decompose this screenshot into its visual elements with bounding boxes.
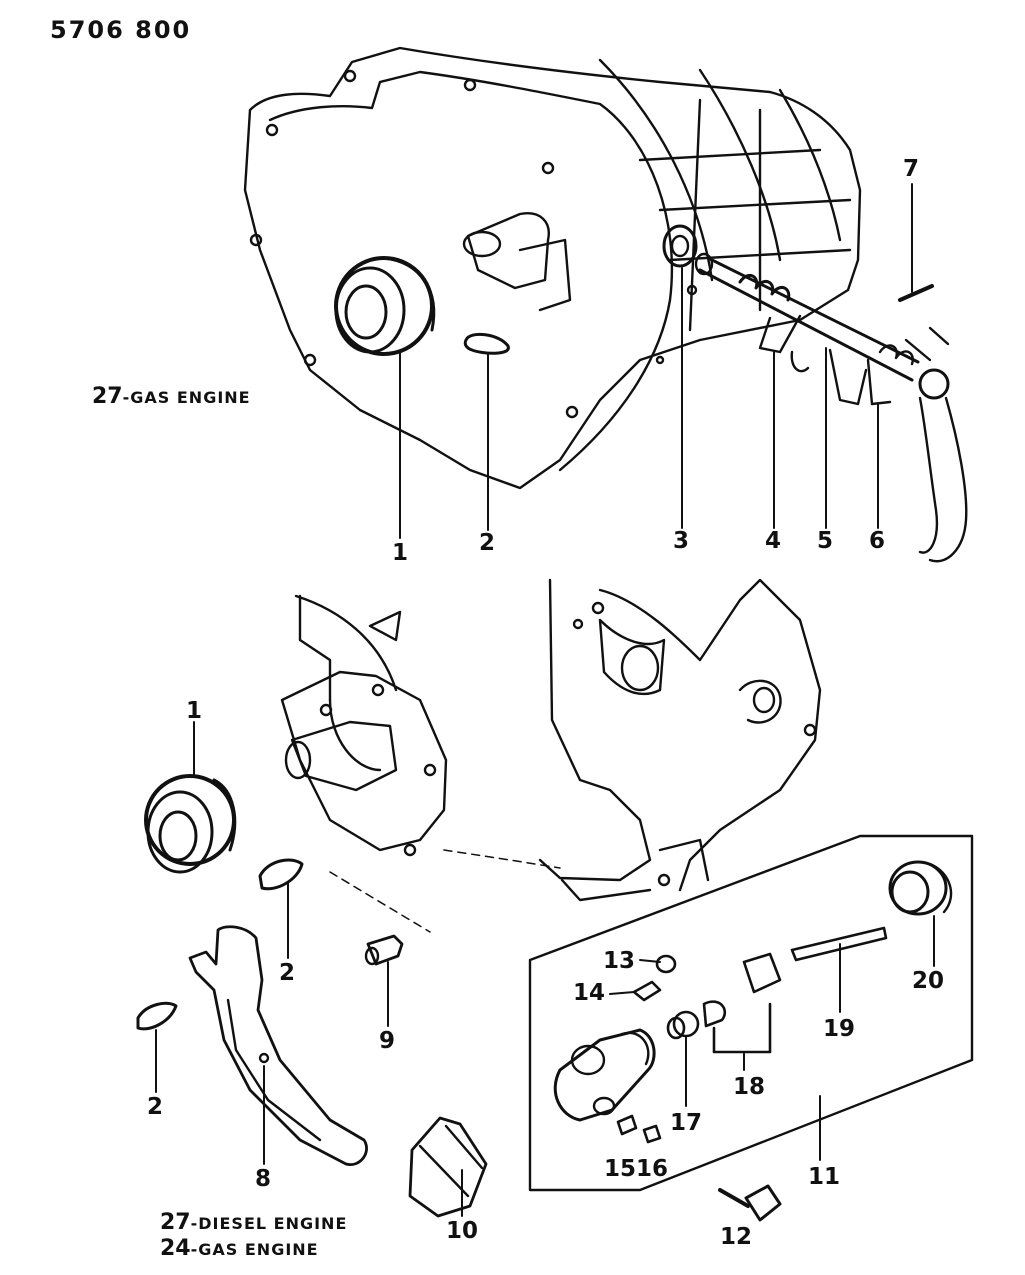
callout-6: 6 xyxy=(869,528,886,554)
clip-icon xyxy=(136,858,304,1031)
callout-20: 20 xyxy=(912,968,945,994)
callout-11: 11 xyxy=(808,1164,841,1190)
release-bearing-icon xyxy=(334,256,436,356)
clip-icon xyxy=(463,332,510,355)
release-bearing-icon xyxy=(144,774,237,874)
callout-7: 7 xyxy=(903,156,920,182)
release-fork-icon xyxy=(188,925,368,1166)
top-leader-lines xyxy=(399,183,913,539)
callout-14: 14 xyxy=(573,980,606,1006)
callout-10: 10 xyxy=(446,1218,479,1244)
callout-17: 17 xyxy=(670,1110,703,1136)
engine-note-bottom-2: 24-GAS ENGINE xyxy=(160,1238,319,1260)
callout-12: 12 xyxy=(720,1224,753,1250)
callout-19: 19 xyxy=(823,1016,856,1042)
transmission-housing-bottom xyxy=(280,578,822,933)
boot-ring-icon xyxy=(888,860,953,967)
callout-8: 8 xyxy=(255,1166,272,1192)
callout-18: 18 xyxy=(733,1074,766,1100)
callout-4: 4 xyxy=(765,528,782,554)
release-fork-icon xyxy=(694,252,968,563)
callout-9: 9 xyxy=(379,1028,396,1054)
callout-2-bottom-b: 2 xyxy=(147,1094,164,1120)
engine-note-bottom-1-code: 27 xyxy=(160,1210,191,1235)
small-parts xyxy=(616,952,782,1144)
callout-1-bottom: 1 xyxy=(186,698,203,724)
callout-1-top: 1 xyxy=(392,540,409,566)
slave-cylinder-bracket xyxy=(528,834,974,1192)
boot-icon xyxy=(408,1116,488,1218)
callout-15: 15 xyxy=(604,1156,637,1182)
callout-13: 13 xyxy=(603,948,636,974)
transmission-housing-top xyxy=(243,46,862,490)
pin-icon xyxy=(898,284,934,302)
callout-3: 3 xyxy=(673,528,690,554)
bolt-icon xyxy=(718,1184,782,1222)
callout-16: 16 xyxy=(636,1156,669,1182)
callout-2-top: 2 xyxy=(479,530,496,556)
callout-5: 5 xyxy=(817,528,834,554)
engine-note-top: 27-GAS ENGINE xyxy=(92,386,251,408)
bottom-leader-lines xyxy=(155,721,821,1217)
engine-note-bottom-2-code: 24 xyxy=(160,1236,191,1261)
fitting-icon xyxy=(364,934,404,966)
engine-note-bottom-1-text: -DIESEL ENGINE xyxy=(190,1214,348,1233)
engine-note-top-text: -GAS ENGINE xyxy=(122,388,251,407)
engine-note-bottom-2-text: -GAS ENGINE xyxy=(190,1240,319,1259)
engine-note-top-code: 27 xyxy=(92,384,123,409)
engine-note-bottom-1: 27-DIESEL ENGINE xyxy=(160,1212,347,1234)
callout-2-bottom-a: 2 xyxy=(279,960,296,986)
push-rod-icon xyxy=(790,926,888,1013)
slave-cylinder-icon xyxy=(553,1028,656,1122)
catalog-code: 5706 800 xyxy=(50,16,192,44)
